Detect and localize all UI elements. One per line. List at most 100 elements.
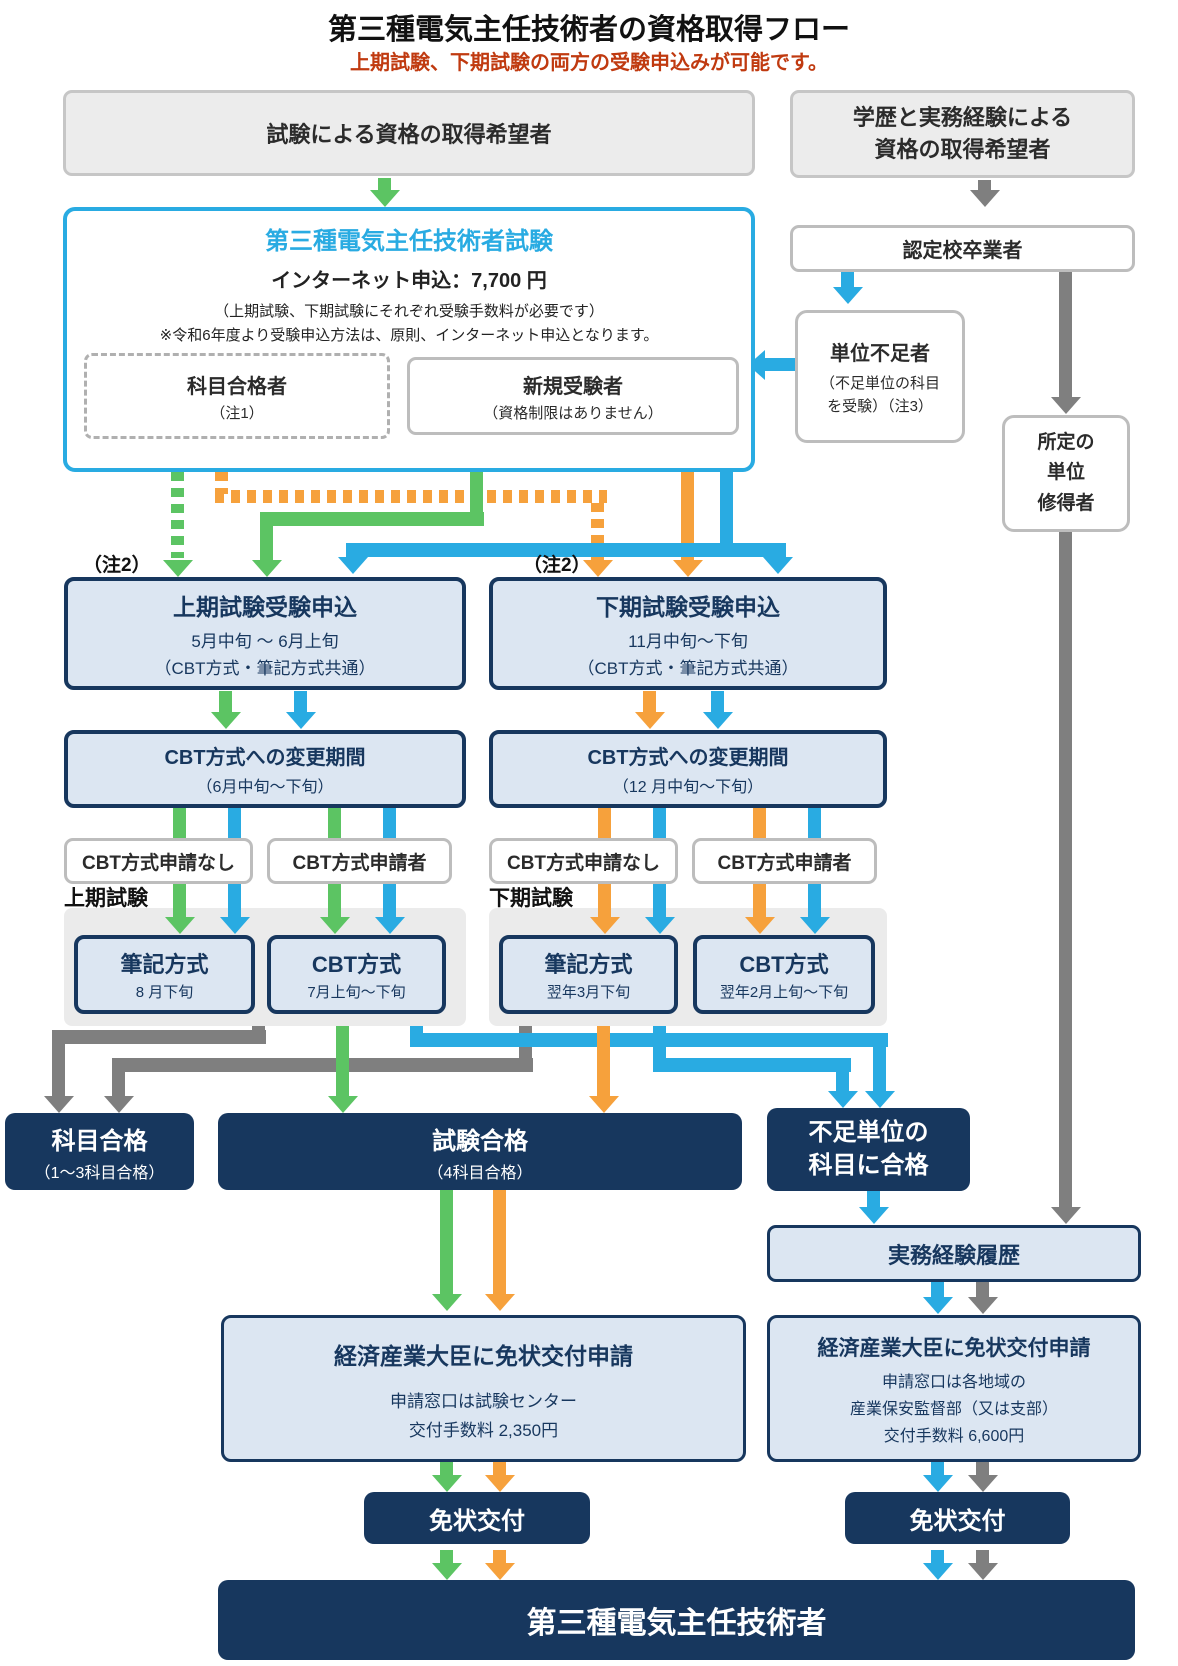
node-license-application-right-title: 経済産業大臣に免状交付申請 xyxy=(817,1336,1091,1360)
node-exam-note2: ※令和6年度より受験申込方法は、原則、インターネット申込となります。 xyxy=(159,327,659,344)
node-first-term-cbt-period: 7月上旬～下旬 xyxy=(307,984,406,1001)
arrow-head xyxy=(923,1475,953,1492)
arrow-segment xyxy=(378,178,391,192)
node-exam-pass: 試験合格 （4科目合格） xyxy=(218,1113,742,1190)
node-first-term-cbt-applicant-label: CBT方式申請者 xyxy=(292,852,427,874)
node-prescribed-credits-line3: 修得者 xyxy=(1037,492,1095,514)
node-exam-seekers-label: 試験による資格の取得希望者 xyxy=(266,122,552,147)
arrow-head xyxy=(970,190,1000,207)
arrow-head xyxy=(220,917,250,934)
node-license-application-left-line1: 申請窓口は試験センター xyxy=(390,1391,577,1411)
arrow-head xyxy=(968,1475,998,1492)
arrow-segment xyxy=(260,512,484,526)
arrow-head xyxy=(485,1563,515,1580)
arrow-segment xyxy=(931,1550,944,1565)
node-second-term-no-cbt-label: CBT方式申請なし xyxy=(506,852,661,874)
arrow-segment xyxy=(493,1190,506,1296)
node-new-examinees-note: （資格制限はありません） xyxy=(483,404,663,422)
node-edu-seekers-line2: 資格の取得希望者 xyxy=(874,137,1051,162)
node-second-term-cbt-change: CBT方式への変更期間 （12 月中旬～下旬） xyxy=(489,730,887,808)
arrow-head xyxy=(163,560,193,577)
arrow-segment xyxy=(976,1282,989,1299)
arrow-segment xyxy=(493,1550,506,1565)
node-subject-pass: 科目合格 （1～3科目合格） xyxy=(5,1113,194,1190)
node-license-application-right-line1: 申請窓口は各地域の xyxy=(881,1373,1026,1391)
arrow-segment xyxy=(52,1030,266,1044)
node-license-application-right-line2: 産業保安監督部（又は支部） xyxy=(849,1400,1058,1418)
arrow-head xyxy=(252,560,282,577)
arrow-segment xyxy=(410,1033,888,1047)
node-subject-passers-label: 科目合格者 xyxy=(187,375,287,398)
arrow-segment xyxy=(294,691,307,714)
node-credit-deficient-note1: （不足単位の科目 xyxy=(819,375,940,392)
node-subject-pass-note: （1～3科目合格） xyxy=(34,1164,165,1182)
arrow-segment xyxy=(52,1044,65,1098)
arrow-head xyxy=(745,917,775,934)
node-exam-seekers: 試験による資格の取得希望者 xyxy=(63,90,755,176)
node-new-examinees: 新規受験者 （資格制限はありません） xyxy=(407,357,739,435)
arrow-segment xyxy=(215,490,607,503)
node-exam-title: 第三種電気主任技術者試験 xyxy=(265,228,553,255)
node-license-issue-right: 免状交付 xyxy=(845,1492,1070,1544)
node-license-application-left-title: 経済産業大臣に免状交付申請 xyxy=(334,1342,633,1369)
node-exam-pass-note: （4科目合格） xyxy=(427,1164,533,1182)
arrow-segment xyxy=(112,1072,125,1098)
arrow-head xyxy=(673,560,703,577)
node-second-term-cbt-applicant-label: CBT方式申請者 xyxy=(717,852,852,874)
arrow-head xyxy=(923,1563,953,1580)
arrow-head xyxy=(828,1091,858,1108)
arrow-segment xyxy=(440,1190,453,1296)
node-credit-deficient: 単位不足者 （不足単位の科目 を受験）（注3） xyxy=(795,310,965,443)
node-first-term-cbt-title: CBT方式 xyxy=(311,952,402,977)
arrow-segment xyxy=(1059,532,1072,1208)
node-exam: 第三種電気主任技術者試験 インターネット申込：7,700 円 （上期試験、下期試… xyxy=(63,207,755,472)
node-second-term-cbt-applicant: CBT方式申請者 xyxy=(692,838,877,884)
node-first-term-cbt-change-period: （6月中旬～下旬） xyxy=(196,779,334,796)
node-credit-deficient-note2: を受験）（注3） xyxy=(827,398,933,415)
node-second-term-cbt-change-title: CBT方式への変更期間 xyxy=(587,747,789,769)
node-second-term-cbt-change-period: （12 月中旬～下旬） xyxy=(612,779,764,796)
node-subject-passers: 科目合格者 （注1） xyxy=(84,353,390,439)
arrow-head xyxy=(485,1294,515,1311)
arrow-head xyxy=(286,712,316,729)
node-first-term-application-common: （CBT方式・筆記方式共通） xyxy=(154,659,376,678)
second-term-session-label: 下期試験 xyxy=(489,887,573,910)
node-final-qualification: 第三種電気主任技術者 xyxy=(218,1580,1135,1660)
arrow-head xyxy=(375,917,405,934)
arrow-segment xyxy=(346,543,786,557)
node-credit-pass-line2: 科目に合格 xyxy=(808,1151,929,1179)
arrow-head xyxy=(703,712,733,729)
arrow-segment xyxy=(653,1058,851,1072)
arrow-head xyxy=(338,557,368,574)
arrow-head xyxy=(800,917,830,934)
arrow-head xyxy=(432,1294,462,1311)
node-prescribed-credits-line2: 単位 xyxy=(1046,462,1085,484)
node-first-term-written-title: 筆記方式 xyxy=(120,952,209,977)
node-subject-passers-note: （注1） xyxy=(210,404,264,422)
node-credit-pass: 不足単位の 科目に合格 xyxy=(767,1108,970,1191)
arrow-head xyxy=(432,1475,462,1492)
arrow-head xyxy=(923,1297,953,1314)
node-credit-pass-line1: 不足単位の xyxy=(808,1119,929,1147)
node-first-term-cbt-applicant: CBT方式申請者 xyxy=(267,838,452,884)
node-work-experience-label: 実務経験履歴 xyxy=(887,1242,1020,1268)
arrow-segment xyxy=(976,1550,989,1565)
arrow-segment xyxy=(711,691,724,714)
node-license-issue-left: 免状交付 xyxy=(364,1492,590,1544)
page-subtitle: 上期試験、下期試験の両方の受験申込みが可能です。 xyxy=(350,52,828,74)
arrow-segment xyxy=(440,1550,453,1565)
arrow-segment xyxy=(978,180,991,192)
node-prescribed-credits-line1: 所定の xyxy=(1037,431,1095,453)
note2-label-left: （注2） xyxy=(83,555,151,576)
arrow-head xyxy=(763,557,793,574)
arrow-head xyxy=(1051,1207,1081,1224)
arrow-head xyxy=(44,1096,74,1113)
node-second-term-written-title: 筆記方式 xyxy=(544,952,633,977)
node-first-term-application-title: 上期試験受験申込 xyxy=(173,594,357,620)
arrow-segment xyxy=(219,691,232,714)
node-new-examinees-label: 新規受験者 xyxy=(523,375,623,398)
node-edu-seekers-line1: 学歴と実務経験による xyxy=(852,105,1073,131)
arrow-head xyxy=(833,287,863,304)
page-title: 第三種電気主任技術者の資格取得フロー xyxy=(327,14,850,46)
node-second-term-cbt: CBT方式 翌年2月上旬～下旬 xyxy=(693,935,875,1014)
